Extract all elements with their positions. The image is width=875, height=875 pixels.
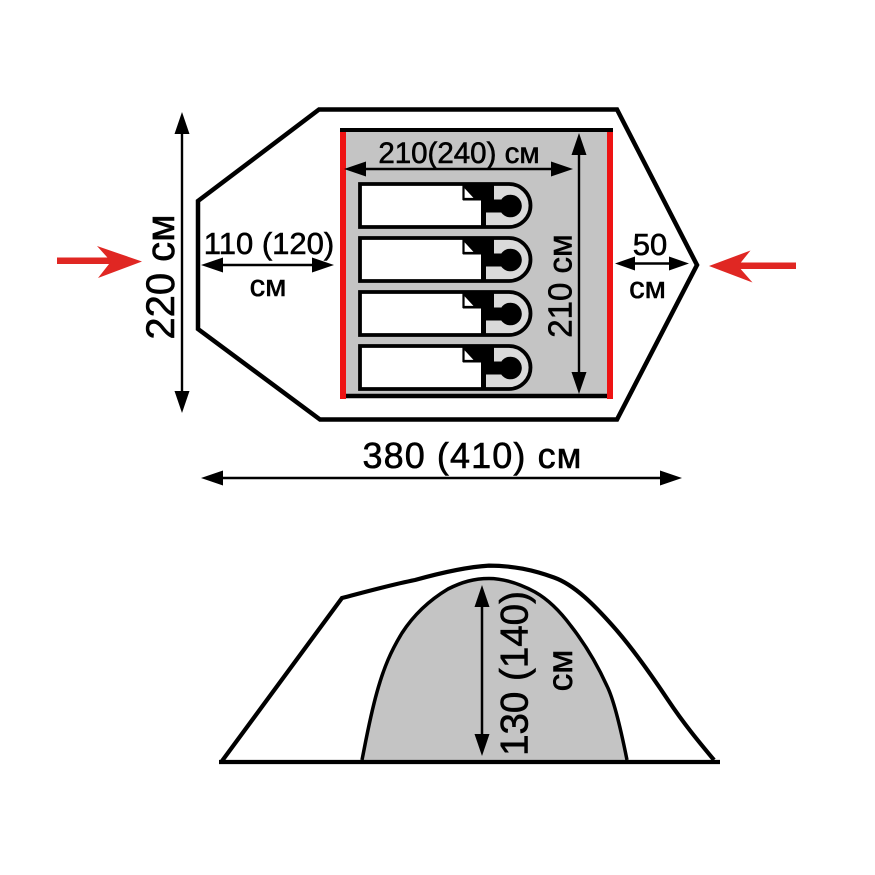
svg-text:см: см xyxy=(541,650,580,692)
svg-text:130 (140): 130 (140) xyxy=(494,591,537,756)
svg-text:50: 50 xyxy=(633,227,667,262)
svg-text:220 см: 220 см xyxy=(139,214,183,339)
svg-text:210(240) см: 210(240) см xyxy=(378,137,539,170)
svg-text:210 см: 210 см xyxy=(542,234,579,337)
svg-text:110 (120): 110 (120) xyxy=(204,226,334,261)
svg-text:см: см xyxy=(629,270,666,305)
svg-text:см: см xyxy=(250,268,287,303)
svg-text:380 (410) см: 380 (410) см xyxy=(362,435,582,476)
